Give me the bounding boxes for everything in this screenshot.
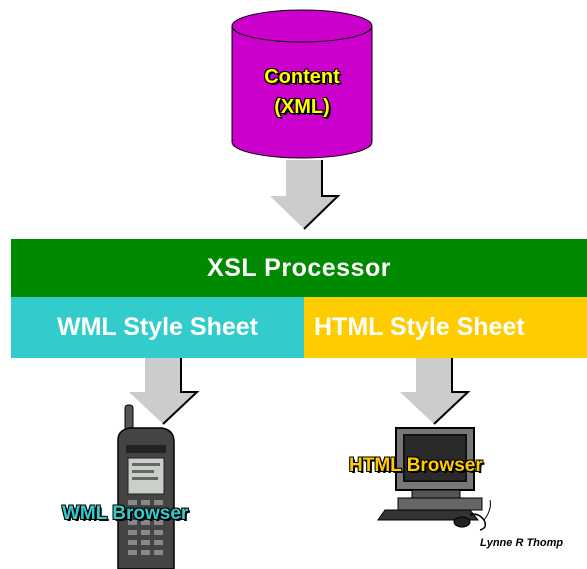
xsl-processor-bar: XSL Processor (11, 239, 587, 297)
down-arrow-html-icon (400, 358, 471, 425)
content-label: Content (XML) (232, 62, 372, 122)
content-cylinder-icon (231, 9, 373, 159)
wml-style-sheet-bar: WML Style Sheet (11, 297, 304, 358)
wml-style-sheet-label: WML Style Sheet (57, 313, 258, 341)
content-label-line1: Content (264, 66, 340, 88)
mobile-phone-icon (117, 404, 175, 569)
html-style-sheet-bar: HTML Style Sheet (304, 297, 587, 358)
down-arrow-icon (270, 160, 341, 230)
wml-browser-label: WML Browser (62, 503, 189, 524)
author-credit: Lynne R Thomp (480, 537, 564, 549)
html-browser-label: HTML Browser (349, 455, 483, 476)
html-style-sheet-label: HTML Style Sheet (314, 313, 525, 341)
down-arrow-wml-icon (129, 358, 200, 425)
desktop-computer-icon (377, 427, 491, 531)
content-label-line2: (XML) (274, 96, 330, 118)
xsl-processor-label: XSL Processor (207, 253, 391, 282)
